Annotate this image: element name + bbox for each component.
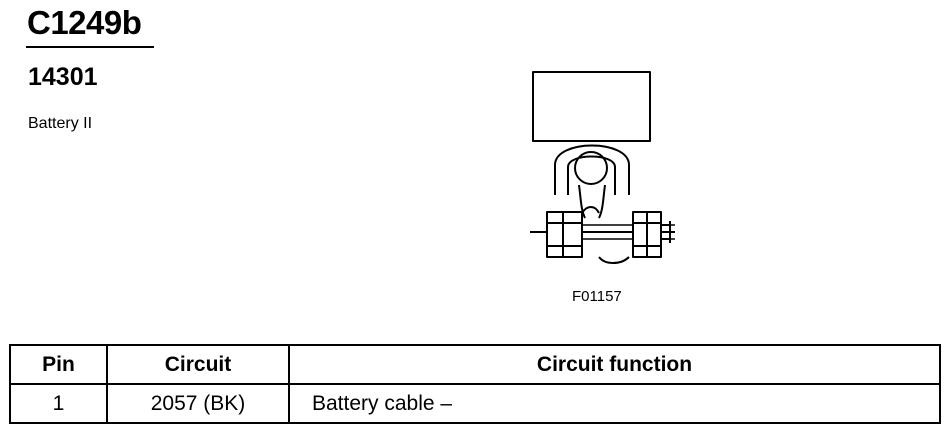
- battery-terminal-clamp-icon: [530, 71, 675, 264]
- circuit-function-cell: Battery cable –: [288, 383, 941, 424]
- column-header-circuit: Circuit: [106, 344, 290, 385]
- pin-table: Pin Circuit Circuit function 1 2057 (BK)…: [9, 344, 941, 424]
- table-row: 1 2057 (BK) Battery cable –: [9, 383, 941, 424]
- title-underline: [26, 46, 154, 48]
- figure-code: F01157: [572, 288, 622, 305]
- column-header-circuit-function: Circuit function: [288, 344, 941, 385]
- circuit-cell: 2057 (BK): [106, 383, 290, 424]
- pin-cell: 1: [9, 383, 108, 424]
- part-number: 14301: [28, 63, 98, 91]
- table-header-row: Pin Circuit Circuit function: [9, 344, 941, 385]
- column-header-pin: Pin: [9, 344, 108, 385]
- connector-id: C1249b: [27, 4, 142, 41]
- component-name: Battery II: [28, 115, 93, 132]
